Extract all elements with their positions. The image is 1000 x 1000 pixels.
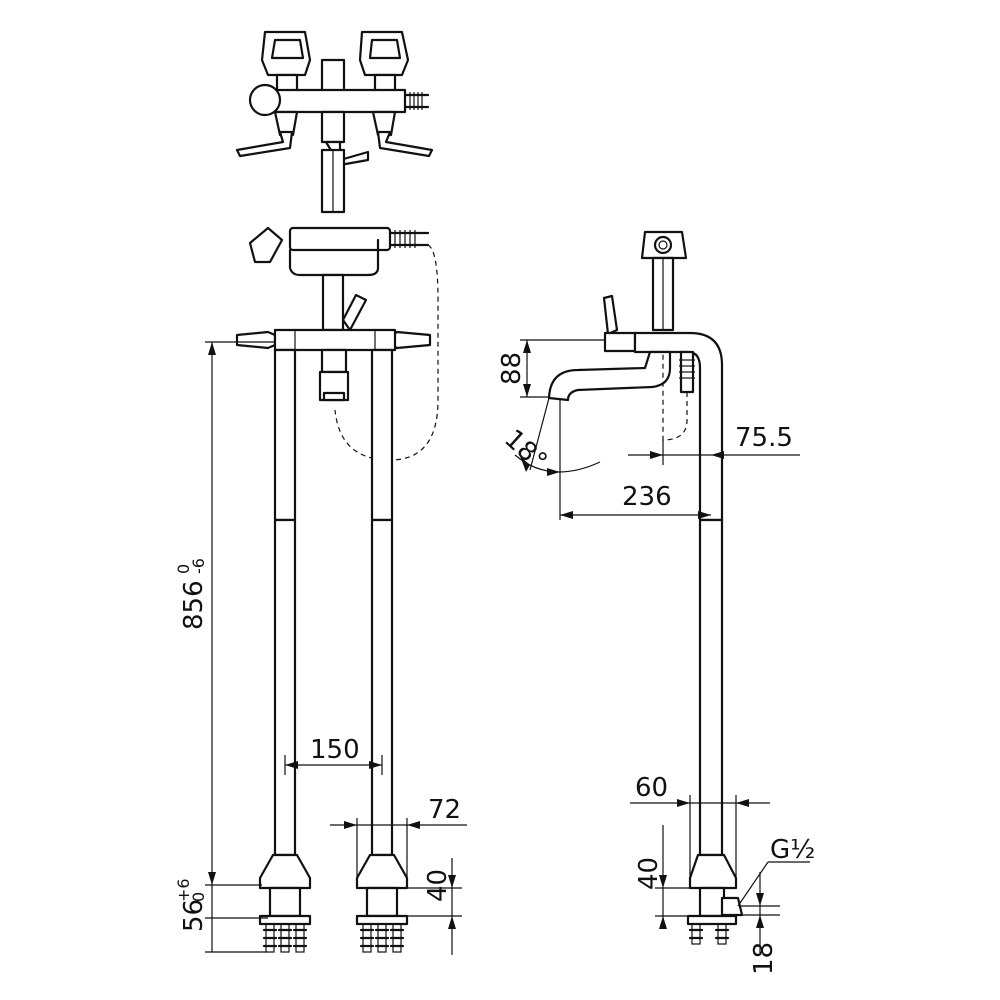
spout-angle-label: 18° bbox=[498, 424, 552, 477]
top-view bbox=[235, 30, 434, 214]
height-main-label: 856 bbox=[179, 580, 209, 630]
side-foot-width-label: 60 bbox=[635, 773, 668, 803]
thread-height-label: 18 bbox=[749, 942, 779, 975]
spout-offset-label: 75.5 bbox=[735, 423, 793, 453]
spout-reach-label: 236 bbox=[622, 482, 672, 512]
side-view bbox=[547, 230, 744, 945]
flange-width-label: 72 bbox=[428, 795, 461, 825]
side-foot-height-label: 40 bbox=[634, 857, 664, 890]
side-dimensions bbox=[514, 339, 810, 955]
spout-drop-label: 88 bbox=[497, 352, 527, 385]
foot-height-front-label: 40 bbox=[423, 869, 453, 902]
height-main-tol-upper: 0 bbox=[174, 564, 193, 574]
base-tol-upper: +6 bbox=[174, 878, 193, 902]
front-view bbox=[235, 226, 439, 953]
base-height-label: 56 bbox=[179, 899, 209, 932]
height-main-tol-lower: -6 bbox=[189, 558, 208, 574]
pipe-spacing-label: 150 bbox=[310, 735, 360, 765]
base-tol-lower: 0 bbox=[189, 892, 208, 902]
front-dimensions bbox=[205, 341, 467, 955]
thread-label: G½ bbox=[770, 835, 815, 865]
